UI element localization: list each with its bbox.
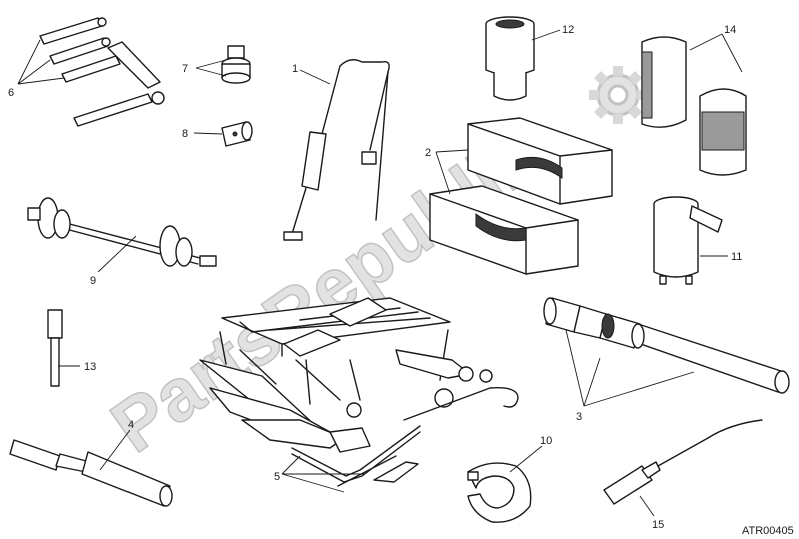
callout-2: 2	[425, 147, 431, 159]
callout-5: 5	[274, 471, 280, 483]
part-10-ring-spanner	[467, 462, 532, 523]
part-7-adapter	[221, 45, 251, 84]
part-9-puller	[27, 197, 217, 267]
part-15-wire-tool	[603, 419, 763, 505]
part-11-cylinder	[653, 196, 723, 285]
callout-1: 1	[292, 63, 298, 75]
part-8-sleeve	[221, 121, 253, 147]
part-3-drift	[543, 297, 790, 394]
callout-12: 12	[562, 24, 574, 36]
callout-11: 11	[731, 251, 742, 263]
callout-3: 3	[576, 411, 582, 423]
callout-6: 6	[8, 87, 14, 99]
watermark-gear-icon	[589, 66, 647, 124]
part-6-pin-tool	[39, 17, 165, 127]
part-2-support-blocks	[429, 117, 613, 275]
part-1-tester	[283, 59, 390, 241]
callout-leaders	[17, 29, 743, 517]
callout-4: 4	[128, 419, 134, 431]
drawing-code: ATR00405	[742, 525, 794, 537]
callout-labels: 1 2 3 4 5 6 7 8 9 10 11 12 13 14 15	[8, 24, 742, 531]
callout-9: 9	[90, 275, 96, 287]
part-13-pin	[47, 309, 63, 387]
callout-14: 14	[724, 24, 736, 36]
part-jack-stand	[199, 297, 493, 453]
callout-13: 13	[84, 361, 96, 373]
callout-15: 15	[652, 519, 664, 531]
part-4-handle-tool	[9, 439, 173, 507]
callout-10: 10	[540, 435, 552, 447]
part-14-half-shells	[641, 36, 747, 176]
callout-7: 7	[182, 63, 188, 75]
part-5-rods	[291, 387, 519, 487]
callout-8: 8	[182, 128, 188, 140]
part-12-socket	[485, 16, 535, 101]
